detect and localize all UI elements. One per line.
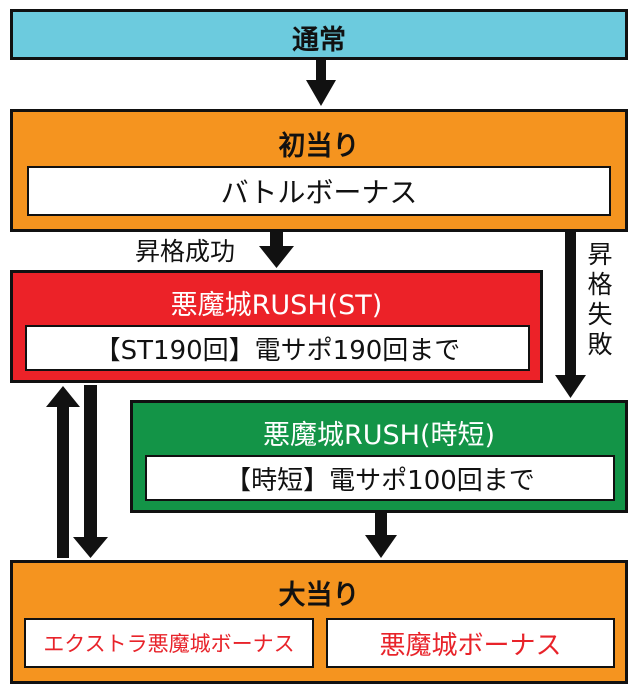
castle-bonus-box: 悪魔城ボーナス [326, 618, 615, 668]
big-hit-title: 大当り [278, 580, 360, 611]
rush-jitan-box: 悪魔城RUSH(時短) 【時短】電サポ100回まで [130, 400, 628, 513]
battle-bonus-box: バトルボーナス [27, 166, 611, 216]
rush-st-title: 悪魔城RUSH(ST) [170, 290, 383, 321]
rush-st-box: 悪魔城RUSH(ST) 【ST190回】電サポ190回まで [10, 270, 543, 383]
promotion-success-label: 昇格成功 [135, 237, 236, 266]
arrow-rush-st-to-big-hit [73, 385, 108, 558]
first-hit-box: 初当り バトルボーナス [10, 109, 628, 232]
promotion-fail-char-2: 格 [587, 270, 613, 299]
normal-state-box: 通常 [10, 9, 628, 60]
promotion-fail-label: 昇 格 失 敗 [585, 240, 615, 360]
extra-bonus-box: エクストラ悪魔城ボーナス [24, 618, 314, 668]
promotion-fail-char-1: 昇 [587, 240, 613, 269]
first-hit-title: 初当り [278, 131, 360, 162]
arrow-rush-jitan-to-big-hit [365, 513, 397, 558]
rush-jitan-title: 悪魔城RUSH(時短) [262, 420, 496, 451]
castle-bonus-label: 悪魔城ボーナス [379, 630, 562, 661]
rush-st-detail-label: 【ST190回】電サポ190回まで [94, 335, 461, 366]
normal-state-title: 通常 [292, 25, 346, 56]
rush-jitan-detail-box: 【時短】電サポ100回まで [145, 455, 615, 501]
promotion-fail-char-3: 失 [587, 300, 613, 329]
extra-bonus-label: エクストラ悪魔城ボーナス [43, 632, 295, 656]
battle-bonus-label: バトルボーナス [220, 176, 418, 209]
arrow-first-hit-to-rush-jitan [555, 232, 586, 398]
promotion-fail-char-4: 敗 [587, 330, 613, 359]
rush-jitan-detail-label: 【時短】電サポ100回まで [225, 465, 535, 496]
arrow-first-hit-to-rush-st [259, 232, 294, 268]
rush-st-detail-box: 【ST190回】電サポ190回まで [25, 325, 530, 371]
big-hit-box: 大当り エクストラ悪魔城ボーナス 悪魔城ボーナス [10, 560, 628, 684]
arrow-normal-to-first-hit [306, 60, 336, 106]
arrow-big-hit-to-rush-st [46, 386, 80, 558]
